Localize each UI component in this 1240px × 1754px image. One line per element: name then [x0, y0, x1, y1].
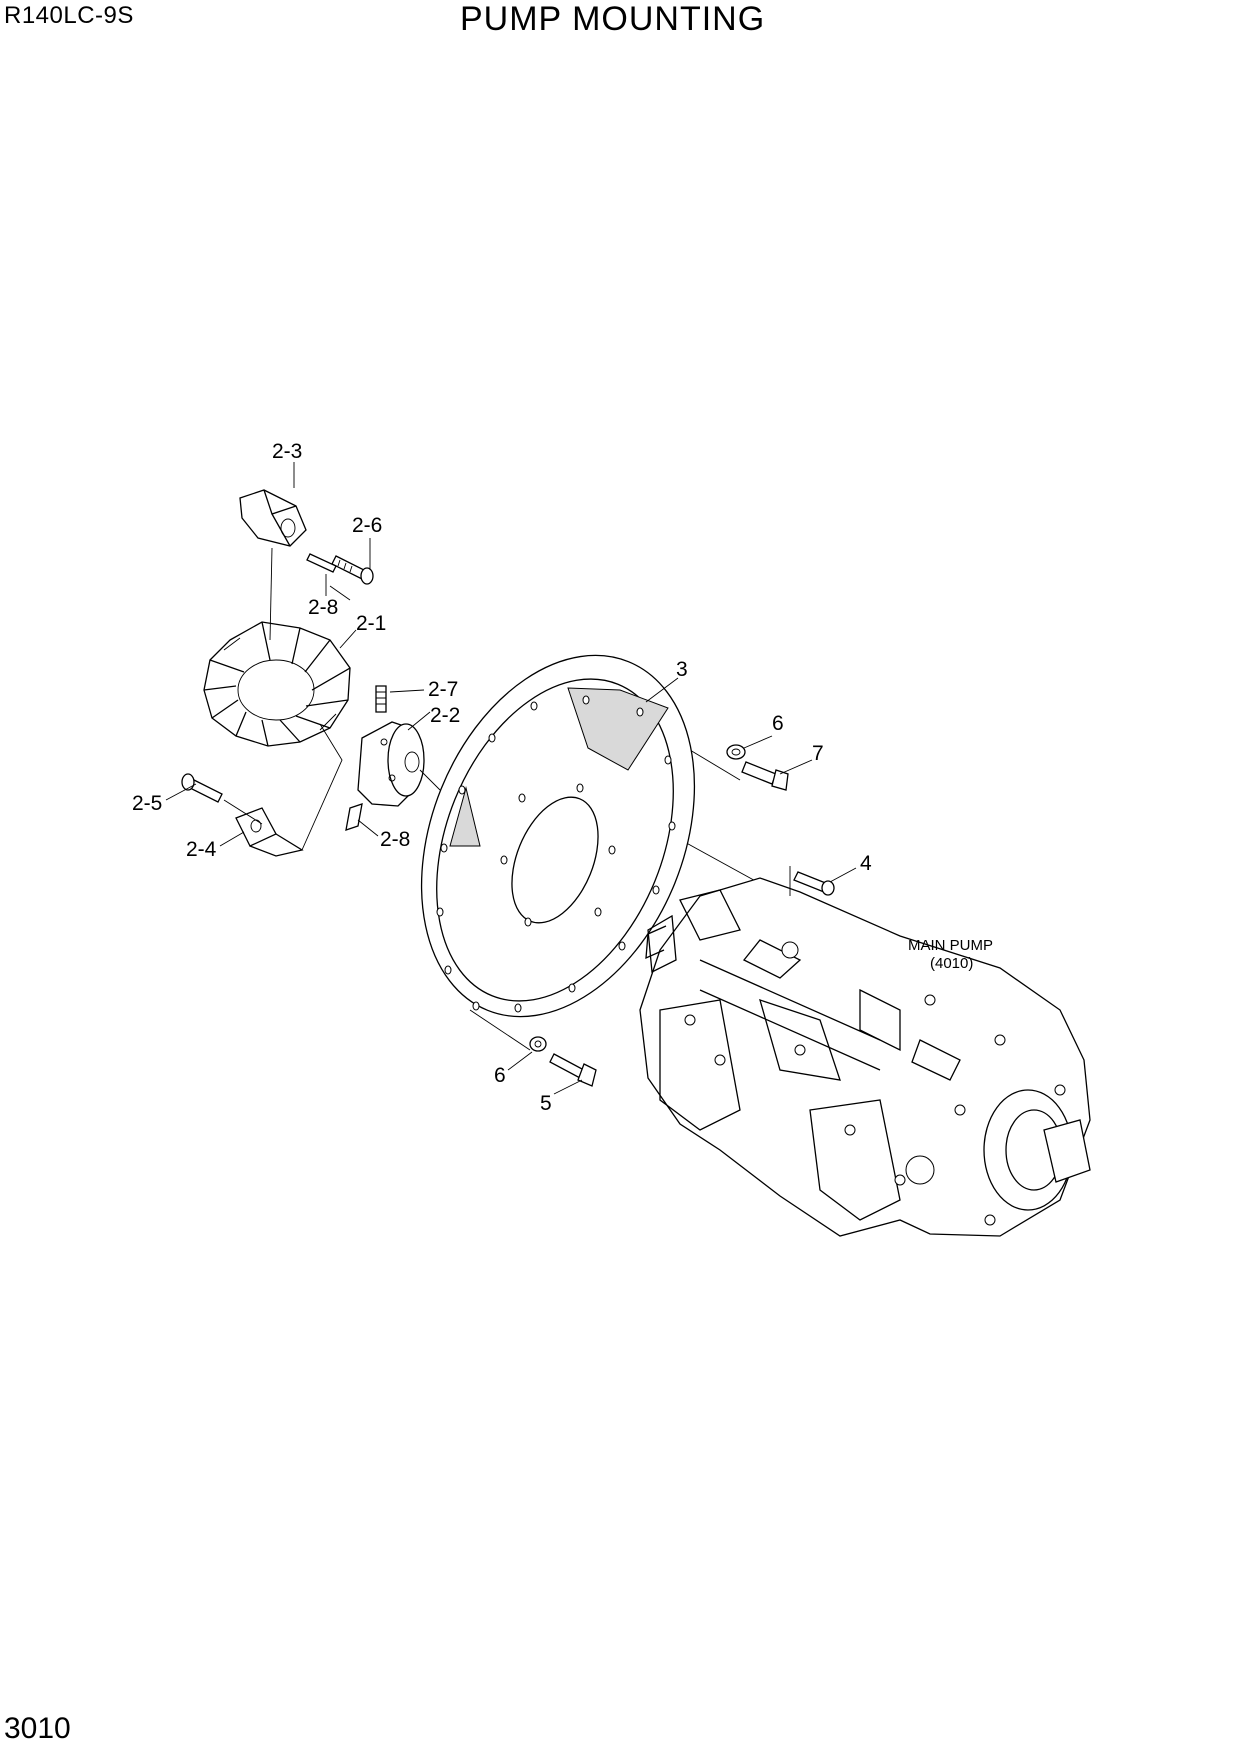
setscrew-2-7 — [375, 685, 387, 713]
callouts: 2-3 2-6 2-8 2-1 2-7 2-2 2-5 2-4 2-8 3 6 … — [132, 440, 993, 1115]
page-title: PUMP MOUNTING — [460, 0, 766, 38]
clamp-2-4 — [235, 807, 304, 857]
callout-4: 4 — [860, 852, 872, 875]
main-pump — [639, 877, 1091, 1237]
callout-2-4: 2-4 — [186, 838, 217, 861]
washer-6-upper — [726, 744, 746, 760]
flywheel-plate — [420, 654, 696, 1018]
callout-2-2: 2-2 — [430, 704, 460, 727]
main-pump-ref: (4010) — [930, 955, 973, 972]
callout-7: 7 — [812, 742, 824, 765]
coupling-element — [203, 621, 351, 747]
callout-2-1: 2-1 — [356, 612, 386, 635]
bolt-5 — [549, 1053, 597, 1087]
coupling-hub — [357, 721, 425, 807]
callout-6-lower: 6 — [494, 1064, 506, 1087]
callout-3: 3 — [676, 658, 688, 681]
washer-6-lower — [529, 1036, 547, 1052]
callout-5: 5 — [540, 1092, 552, 1115]
pin-2-8-lower — [345, 803, 363, 831]
leader-lines — [165, 462, 857, 1095]
callout-2-7: 2-7 — [428, 678, 458, 701]
bolt-7 — [741, 761, 789, 791]
pin-2-8-upper — [306, 553, 337, 573]
model-code: R140LC-9S — [4, 2, 134, 29]
callout-2-6: 2-6 — [352, 514, 382, 537]
screw-2-6 — [331, 555, 374, 585]
coupling-spider — [239, 489, 307, 547]
bolt-2-5 — [181, 773, 223, 803]
page-number: 3010 — [4, 1712, 71, 1745]
callout-2-3: 2-3 — [272, 440, 302, 463]
bolt-4 — [793, 871, 835, 896]
main-pump-label: MAIN PUMP — [908, 937, 993, 954]
callout-2-8-upper: 2-8 — [308, 596, 338, 619]
callout-2-5: 2-5 — [132, 792, 162, 815]
callout-2-8-lower: 2-8 — [380, 828, 410, 851]
callout-6-upper: 6 — [772, 712, 784, 735]
